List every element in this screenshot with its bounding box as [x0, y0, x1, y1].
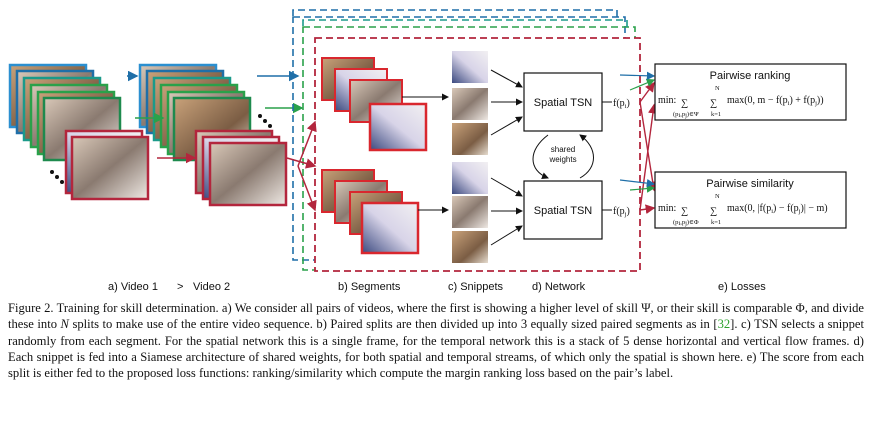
svg-text:min:: min:	[658, 203, 676, 214]
shared-weights-line2: weights	[548, 155, 576, 164]
svg-text:(pi,pj)∈Φ: (pi,pj)∈Φ	[673, 219, 699, 227]
svg-text:∑: ∑	[710, 206, 717, 217]
svg-text:(pi,pj)∈Ψ: (pi,pj)∈Ψ	[673, 111, 699, 119]
pairwise-ranking-title: Pairwise ranking	[710, 70, 791, 82]
snippets	[452, 51, 488, 263]
segments-bottom	[321, 169, 420, 255]
svg-text:N: N	[715, 193, 720, 200]
caption-part2: splits to make use of the entire video s…	[68, 317, 718, 332]
svg-text:∑: ∑	[710, 98, 717, 109]
label-network: d) Network	[532, 281, 586, 293]
label-video2: Video 2	[193, 281, 230, 293]
svg-text:∑: ∑	[681, 206, 688, 217]
tsn-bottom-label: Spatial TSN	[534, 205, 593, 217]
svg-text:max(0, |f(pi) − f(pj)| − m): max(0, |f(pi) − f(pj)| − m)	[727, 203, 828, 215]
tsn-top-label: Spatial TSN	[534, 97, 593, 109]
output-bottom: f(pj)	[613, 206, 630, 218]
label-snippets: c) Snippets	[448, 281, 504, 293]
svg-text:∑: ∑	[681, 98, 688, 109]
pairwise-similarity-box	[654, 171, 847, 229]
shared-weights-line1: shared	[551, 145, 575, 154]
svg-text:min:: min:	[658, 95, 676, 106]
caption-N: N	[60, 317, 69, 332]
svg-text:max(0, m − f(pi) + f(pj)): max(0, m − f(pi) + f(pj))	[727, 95, 824, 107]
video1-stack	[8, 63, 150, 201]
segments-top	[321, 57, 428, 152]
label-gt: >	[177, 281, 183, 293]
label-video1: a) Video 1	[108, 281, 158, 293]
tsn-top-box	[523, 72, 603, 132]
svg-text:k=1: k=1	[711, 219, 721, 226]
pairwise-similarity-title: Pairwise similarity	[706, 178, 794, 190]
tsn-bottom-box	[523, 180, 603, 240]
ranking-formula: min: ∑ (pi,pj)∈Ψ ∑ N k=1 max(0, m − f(pi…	[658, 85, 824, 119]
caption-part3: ]. c) TSN selects a snippet randomly fro…	[8, 317, 864, 381]
training-diagram: Spatial TSN Spatial TSN shared weights f…	[8, 9, 847, 293]
svg-text:N: N	[715, 85, 720, 92]
output-top: f(pi)	[613, 98, 630, 110]
label-losses: e) Losses	[718, 281, 766, 293]
citation-link[interactable]: 32	[717, 317, 731, 332]
svg-text:k=1: k=1	[711, 111, 721, 118]
video2-stack	[138, 63, 288, 207]
label-segments: b) Segments	[338, 281, 401, 293]
figure-caption: Figure 2. Training for skill determinati…	[8, 300, 864, 381]
caption-part1: Figure 2. Training for skill determinati…	[8, 301, 864, 332]
pairwise-ranking-box	[654, 63, 847, 121]
similarity-formula: min: ∑ (pi,pj)∈Φ ∑ N k=1 max(0, |f(pi) −…	[658, 193, 828, 227]
